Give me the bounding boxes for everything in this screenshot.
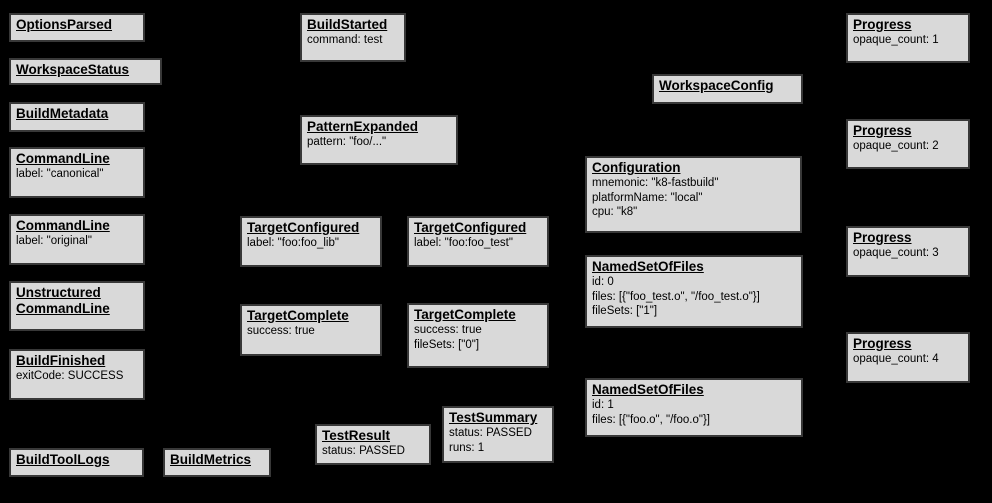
event-box-build-tool-logs: BuildToolLogs — [9, 448, 144, 477]
event-detail: opaque_count: 1 — [853, 33, 939, 46]
event-box-options-parsed: OptionsParsed — [9, 13, 145, 42]
event-box-target-configured-foo-test: TargetConfigured label: "foo:foo_test" — [407, 216, 549, 267]
event-box-progress-4: Progress opaque_count: 4 — [846, 332, 970, 383]
event-title: BuildFinished — [16, 353, 106, 368]
event-detail: fileSets: ["1"] — [592, 305, 658, 318]
event-box-test-summary: TestSummary status: PASSED runs: 1 — [442, 406, 554, 463]
event-title: TargetConfigured — [414, 220, 527, 235]
event-title: NamedSetOfFiles — [592, 382, 704, 397]
event-detail: label: "foo:foo_lib" — [247, 236, 339, 249]
event-title: BuildStarted — [307, 17, 388, 32]
event-title: TargetComplete — [414, 307, 516, 322]
event-title: OptionsParsed — [16, 17, 113, 32]
event-title: WorkspaceStatus — [16, 62, 130, 77]
event-detail: command: test — [307, 33, 383, 46]
event-title: Configuration — [592, 160, 681, 175]
event-detail: files: [{"foo.o", "/foo.o"}] — [592, 413, 710, 426]
event-detail: platformName: "local" — [592, 191, 703, 204]
event-box-build-started: BuildStarted command: test — [300, 13, 406, 62]
event-title: BuildMetrics — [170, 452, 252, 467]
event-title: TargetComplete — [247, 308, 349, 323]
event-title: Progress — [853, 17, 912, 32]
event-detail: label: "canonical" — [16, 167, 104, 180]
event-box-build-finished: BuildFinished exitCode: SUCCESS — [9, 349, 145, 400]
event-detail: status: PASSED — [449, 426, 532, 439]
event-title: Progress — [853, 336, 912, 351]
event-detail: label: "foo:foo_test" — [414, 236, 513, 249]
event-detail: cpu: "k8" — [592, 206, 638, 219]
event-title: TestResult — [322, 428, 391, 443]
event-title: Progress — [853, 123, 912, 138]
event-box-configuration: Configuration mnemonic: "k8-fastbuild" p… — [585, 156, 802, 233]
event-detail: status: PASSED — [322, 444, 405, 457]
event-box-command-line-original: CommandLine label: "original" — [9, 214, 145, 265]
event-box-test-result: TestResult status: PASSED — [315, 424, 431, 465]
event-box-progress-1: Progress opaque_count: 1 — [846, 13, 970, 63]
event-title: NamedSetOfFiles — [592, 259, 704, 274]
event-detail: mnemonic: "k8-fastbuild" — [592, 176, 719, 189]
event-detail: label: "original" — [16, 234, 92, 247]
event-detail: opaque_count: 2 — [853, 139, 939, 152]
event-detail: files: [{"foo_test.o", "/foo_test.o"}] — [592, 290, 760, 303]
event-title: Unstructured CommandLine — [16, 285, 110, 316]
event-box-unstructured-command-line: Unstructured CommandLine — [9, 281, 145, 331]
event-detail: pattern: "foo/..." — [307, 135, 387, 148]
event-title: WorkspaceConfig — [659, 78, 774, 93]
event-box-workspace-config: WorkspaceConfig — [652, 74, 803, 104]
event-title: CommandLine — [16, 218, 110, 233]
event-title: PatternExpanded — [307, 119, 419, 134]
event-detail: success: true — [414, 323, 482, 336]
event-box-named-set-of-files-0: NamedSetOfFiles id: 0 files: [{"foo_test… — [585, 255, 803, 328]
event-title: TargetConfigured — [247, 220, 360, 235]
event-title: Progress — [853, 230, 912, 245]
event-detail: opaque_count: 4 — [853, 352, 939, 365]
event-detail: opaque_count: 3 — [853, 246, 939, 259]
event-title: BuildToolLogs — [16, 452, 110, 467]
event-title: TestSummary — [449, 410, 538, 425]
event-title: BuildMetadata — [16, 106, 109, 121]
event-box-target-configured-foo-lib: TargetConfigured label: "foo:foo_lib" — [240, 216, 382, 267]
event-title: CommandLine — [16, 151, 110, 166]
event-box-build-metadata: BuildMetadata — [9, 102, 145, 132]
event-box-target-complete-foo-lib: TargetComplete success: true — [240, 304, 382, 356]
event-detail: fileSets: ["0"] — [414, 338, 480, 351]
event-box-pattern-expanded: PatternExpanded pattern: "foo/..." — [300, 115, 458, 165]
event-box-target-complete-foo-test: TargetComplete success: true fileSets: [… — [407, 303, 549, 368]
event-detail: id: 0 — [592, 275, 614, 288]
event-detail: success: true — [247, 324, 315, 337]
event-box-progress-3: Progress opaque_count: 3 — [846, 226, 970, 277]
event-box-command-line-canonical: CommandLine label: "canonical" — [9, 147, 145, 198]
event-detail: id: 1 — [592, 398, 614, 411]
event-box-named-set-of-files-1: NamedSetOfFiles id: 1 files: [{"foo.o", … — [585, 378, 803, 437]
event-box-workspace-status: WorkspaceStatus — [9, 58, 162, 85]
event-box-progress-2: Progress opaque_count: 2 — [846, 119, 970, 169]
event-box-build-metrics: BuildMetrics — [163, 448, 271, 477]
event-detail: runs: 1 — [449, 441, 485, 454]
event-detail: exitCode: SUCCESS — [16, 369, 124, 382]
